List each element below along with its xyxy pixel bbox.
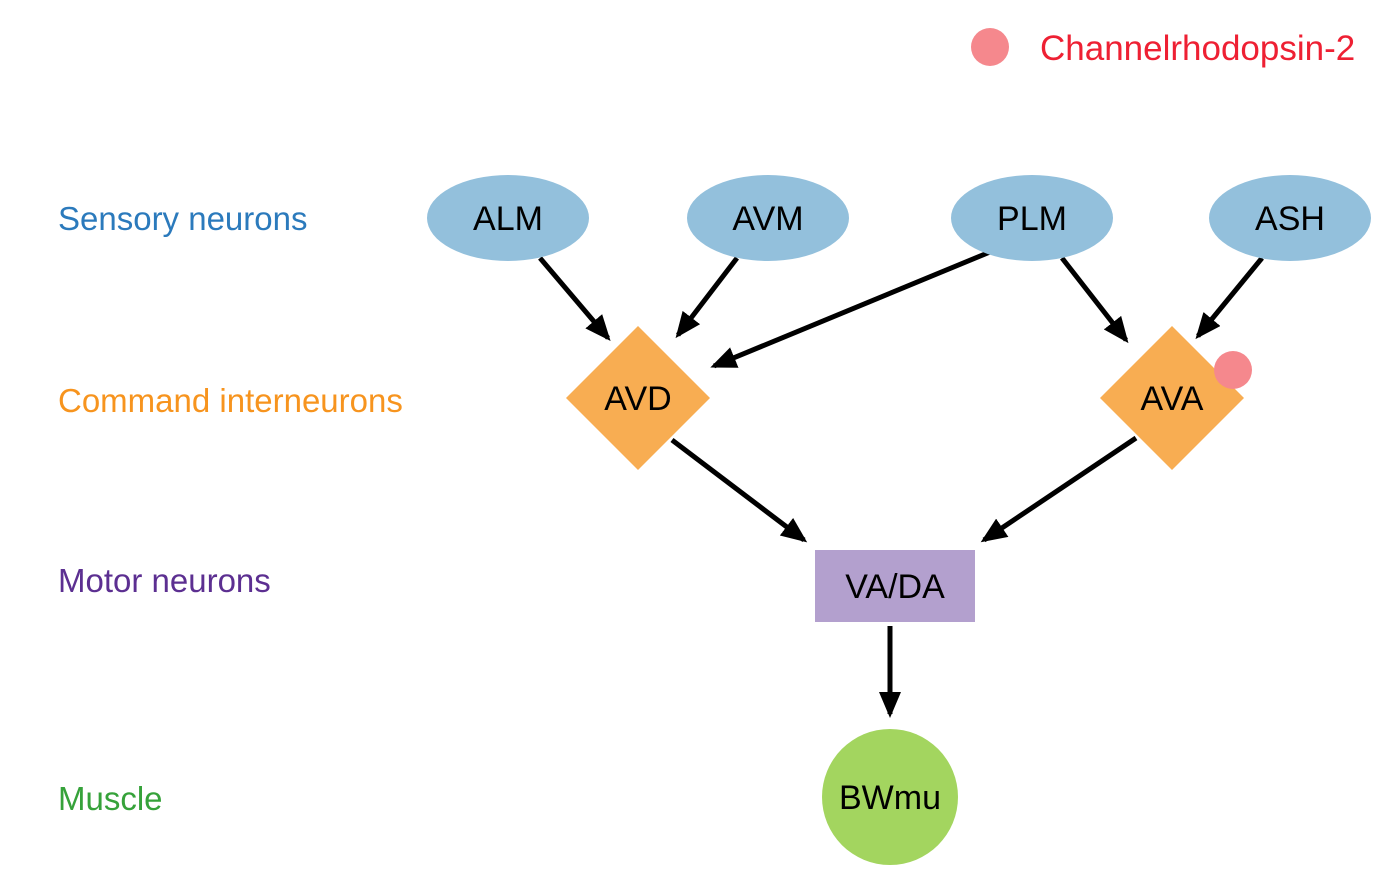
- ash-label: ASH: [1255, 200, 1325, 238]
- edge-avd-vada: [670, 438, 808, 543]
- ava-diamond: [1100, 326, 1244, 470]
- edge-avm-avd: [675, 256, 739, 339]
- row-label-command-interneurons: Command interneurons: [58, 382, 403, 419]
- row-label-muscle: Muscle: [58, 780, 163, 817]
- plm-ellipse: [951, 175, 1113, 261]
- avm-ellipse: [687, 175, 849, 261]
- alm-ellipse: [427, 175, 589, 261]
- ava-label: AVA: [1141, 380, 1204, 418]
- node-avd: AVD: [566, 326, 710, 470]
- edge-plm-avd: [710, 249, 991, 369]
- avm-label: AVM: [732, 200, 803, 238]
- node-ash: ASH: [1209, 175, 1371, 261]
- avd-label: AVD: [604, 380, 671, 418]
- edge-alm-avd: [538, 256, 611, 342]
- legend: Channelrhodopsin-2: [971, 28, 1355, 68]
- channelrhodopsin-dot-icon: [971, 28, 1009, 66]
- node-avm: AVM: [687, 175, 849, 261]
- bwmu-circle: [822, 729, 958, 865]
- bwmu-label: BWmu: [839, 779, 941, 817]
- edge-ash-ava: [1195, 256, 1264, 340]
- alm-label: ALM: [473, 200, 543, 238]
- node-vada: VA/DA: [815, 550, 975, 622]
- ash-ellipse: [1209, 175, 1371, 261]
- plm-label: PLM: [997, 200, 1067, 238]
- row-label-motor-neurons: Motor neurons: [58, 562, 271, 599]
- edge-ava-vada: [980, 435, 1138, 543]
- vada-rect: [815, 550, 975, 622]
- edge-plm-ava: [1060, 256, 1129, 344]
- node-bwmu: BWmu: [822, 729, 958, 865]
- vada-label: VA/DA: [845, 568, 945, 606]
- ava-channelrhodopsin-dot-icon: [1214, 351, 1252, 389]
- node-plm: PLM: [951, 175, 1113, 261]
- avd-diamond: [566, 326, 710, 470]
- node-ava: AVA: [1100, 326, 1252, 470]
- node-alm: ALM: [427, 175, 589, 261]
- legend-label: Channelrhodopsin-2: [1040, 29, 1355, 68]
- row-label-sensory-neurons: Sensory neurons: [58, 200, 307, 237]
